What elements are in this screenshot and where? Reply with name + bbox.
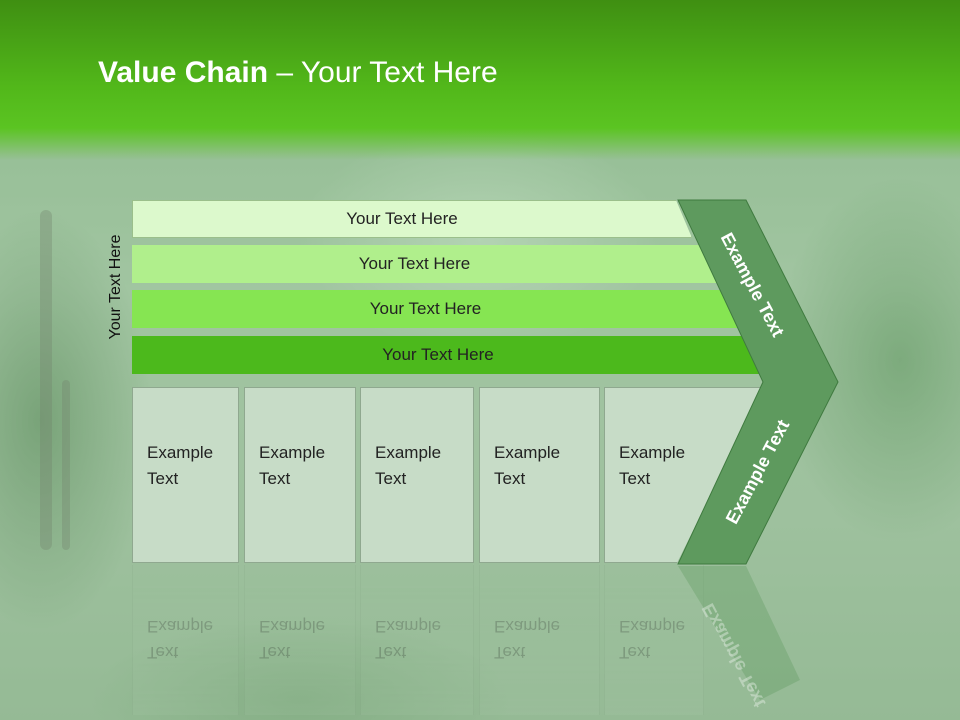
- reflection-text: Text: [259, 643, 291, 662]
- chain-bar-3: Your Text Here: [132, 290, 739, 328]
- box-text-line1: Example: [259, 443, 326, 462]
- box-text-line2: Text: [619, 469, 651, 488]
- box-text-line1: Example: [494, 443, 561, 462]
- chain-bar-4: Your Text Here: [132, 336, 764, 374]
- reflection-text: Example: [259, 617, 326, 636]
- activity-box-3: Example Text: [360, 387, 474, 563]
- chain-bar-label: Your Text Here: [358, 254, 471, 273]
- title-bold: Value Chain: [98, 56, 269, 89]
- activity-box-4: Example Text: [479, 387, 600, 563]
- tree-trunk: [40, 210, 52, 550]
- box-reflection: Text Example: [244, 565, 356, 715]
- slide-title: Value Chain – Your Text Here: [98, 56, 498, 90]
- reflection-text: Text: [494, 643, 526, 662]
- header-band: Value Chain – Your Text Here: [0, 0, 960, 160]
- activity-box-2: Example Text: [244, 387, 356, 563]
- reflection-text: Text: [619, 643, 651, 662]
- box-text-line2: Text: [147, 469, 179, 488]
- title-rest: – Your Text Here: [268, 56, 498, 89]
- side-label: Your Text Here: [107, 234, 124, 340]
- chain-bar-2: Your Text Here: [132, 245, 717, 283]
- chain-bar-label: Your Text Here: [346, 209, 458, 228]
- reflection-text: Example: [375, 617, 442, 636]
- chain-bar-label: Your Text Here: [369, 299, 482, 318]
- reflection-text: Text: [375, 643, 407, 662]
- box-text-line2: Text: [375, 469, 407, 488]
- tree-trunk: [62, 380, 70, 550]
- reflection-text: Example: [619, 617, 686, 636]
- box-reflection: Text Example: [360, 565, 474, 715]
- reflection-text: Example: [494, 617, 561, 636]
- box-text-line1: Example: [147, 443, 214, 462]
- chain-bar-label: Your Text Here: [382, 345, 494, 364]
- box-reflection: Text Example: [132, 565, 239, 715]
- reflection-text: Text: [147, 643, 179, 662]
- box-text-line2: Text: [259, 469, 291, 488]
- activity-box-1: Example Text: [132, 387, 239, 563]
- box-reflection: Text Example: [479, 565, 600, 715]
- chain-bar-1: Your Text Here: [132, 200, 692, 238]
- box-text-line1: Example: [619, 443, 686, 462]
- reflection-text: Example: [147, 617, 214, 636]
- box-text-line1: Example: [375, 443, 442, 462]
- box-text-line2: Text: [494, 469, 526, 488]
- box-reflection: Text Example: [604, 565, 704, 715]
